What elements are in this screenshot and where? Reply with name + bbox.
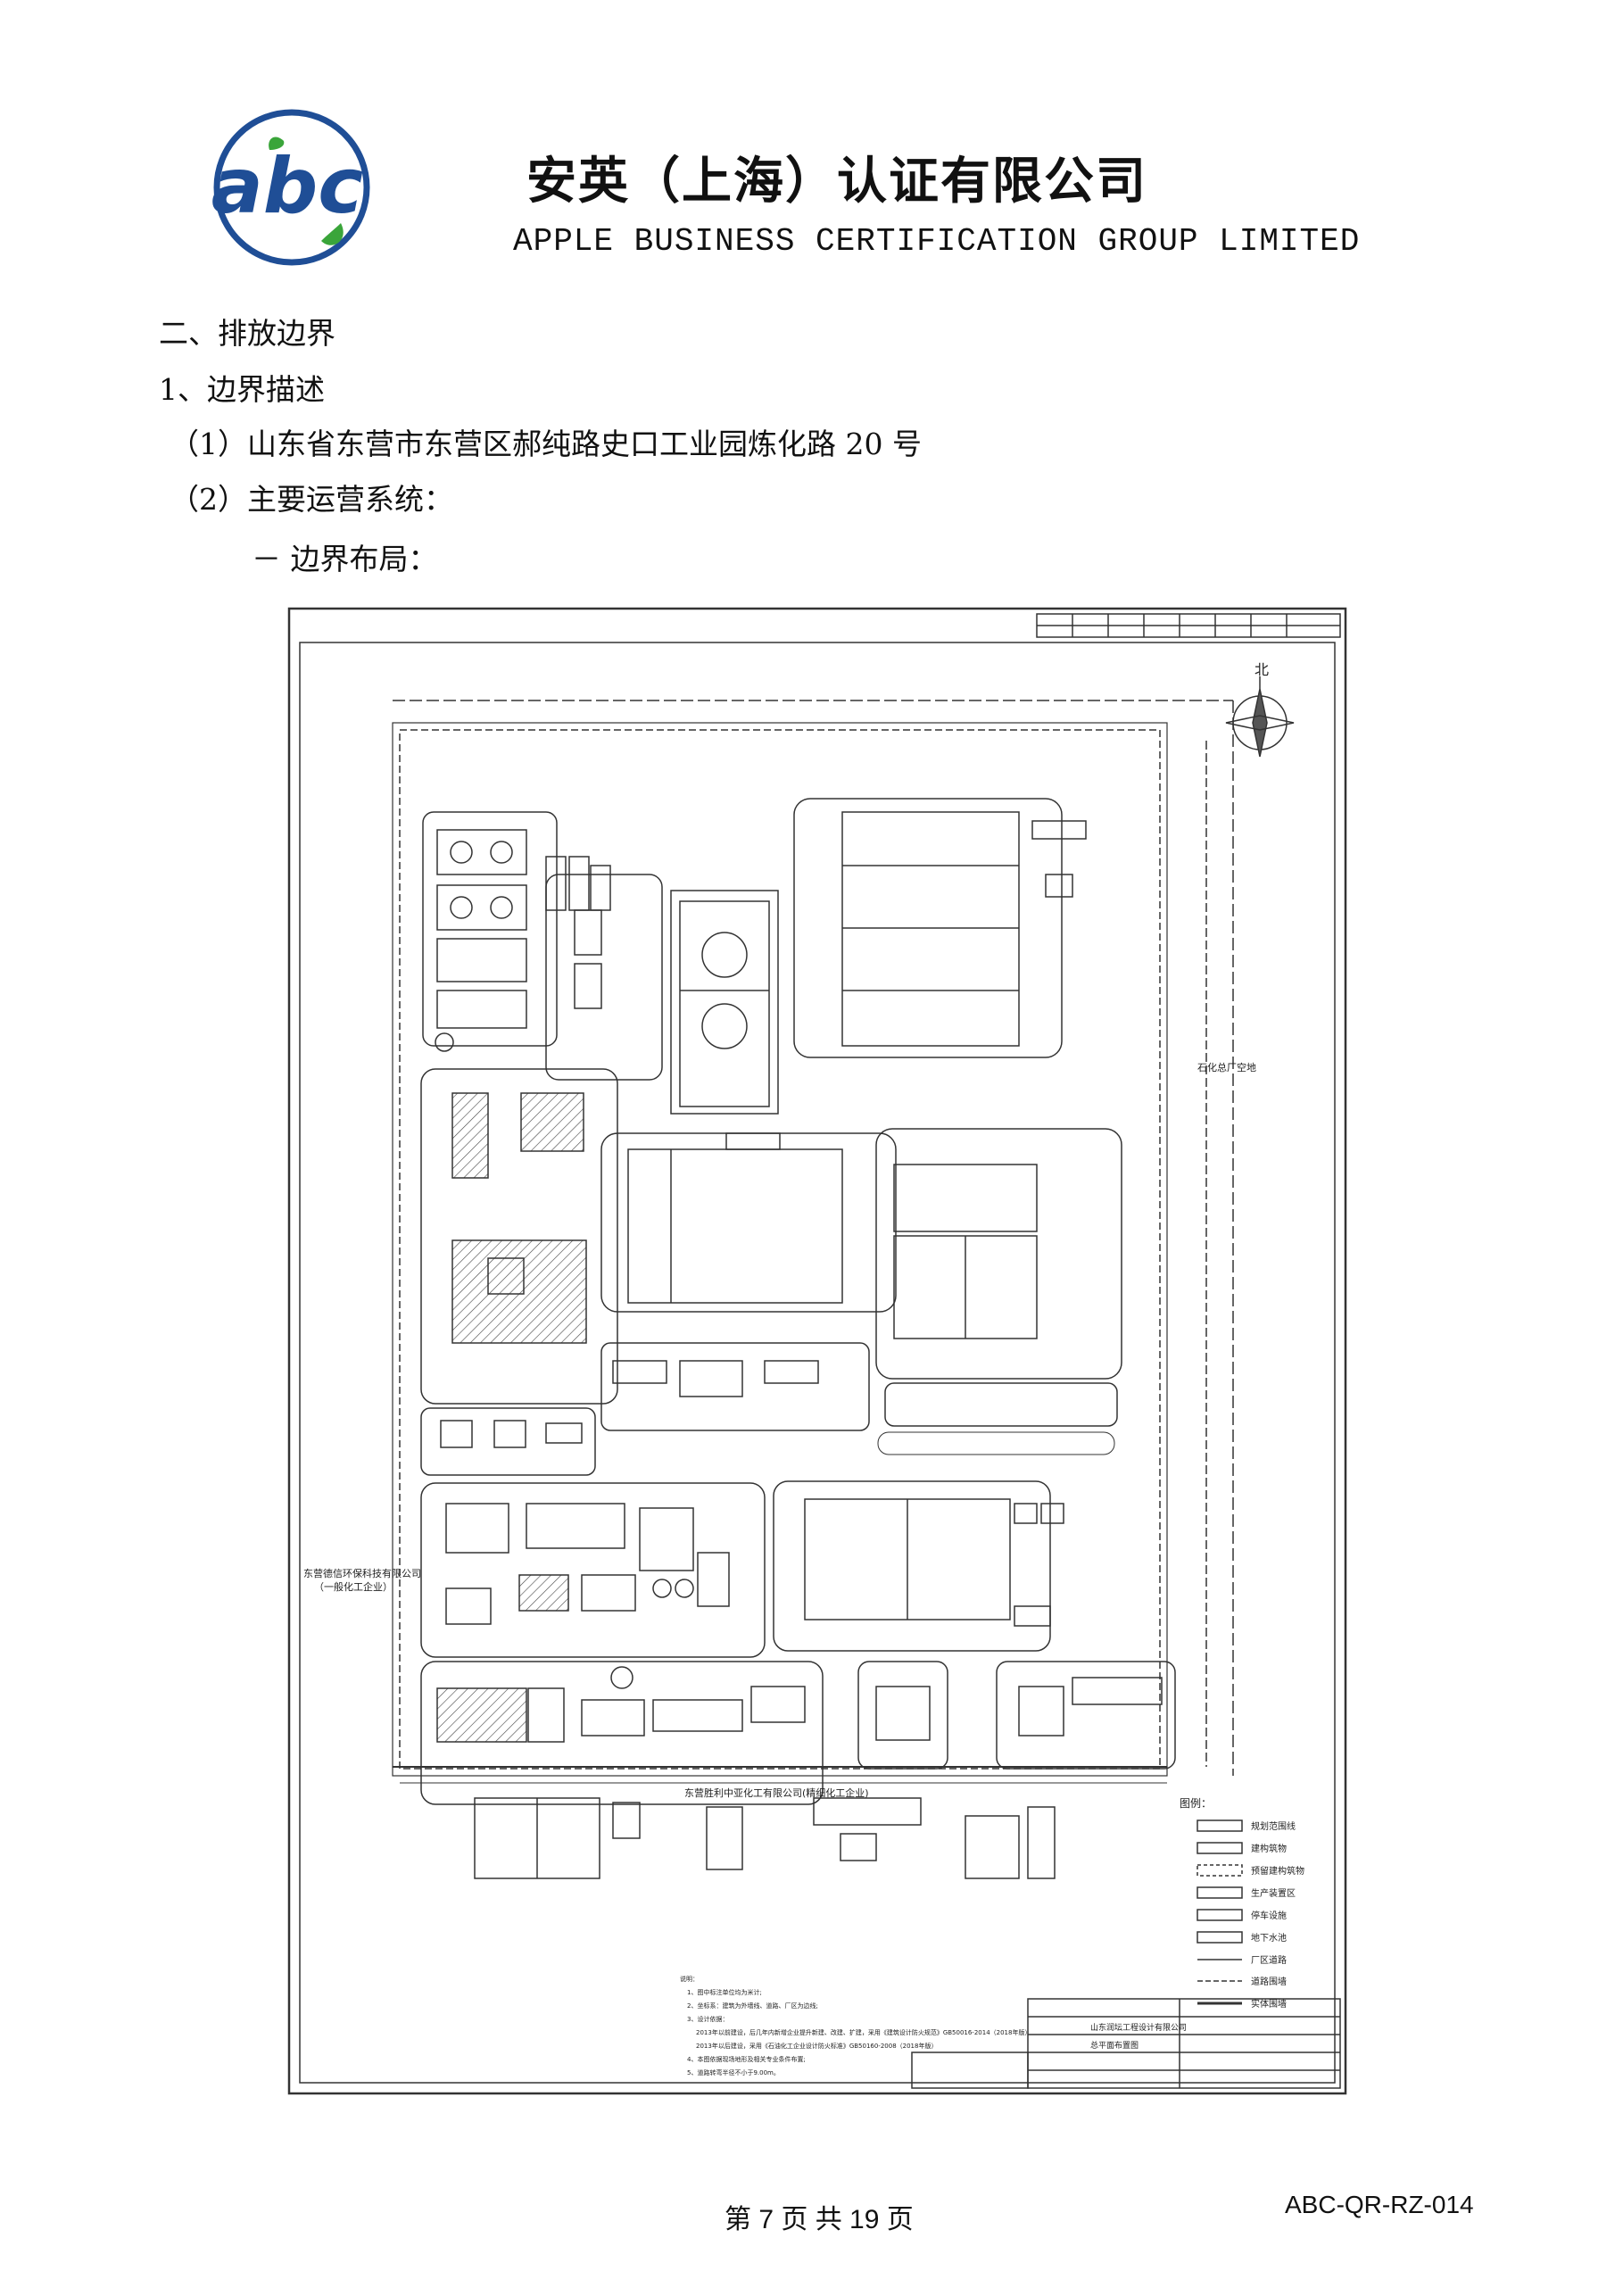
site-boundary xyxy=(392,700,1234,1777)
note-line: 1、图中标注单位均为米计; xyxy=(687,1988,762,1996)
tank-farm-block xyxy=(422,811,558,1052)
parking-strip xyxy=(877,1431,1115,1455)
legend-item: 厂区道路 xyxy=(1251,1954,1287,1966)
note-line: 3、设计依据： xyxy=(687,2015,728,2023)
company-name-en: APPLE BUSINESS CERTIFICATION GROUP LIMIT… xyxy=(513,223,1361,260)
drawing-notes: 说明： 1、图中标注单位均为米计; 2、坐标系：建筑为外墙线、道路、厂区为边线;… xyxy=(680,1975,1031,2076)
legend-item: 实体围墙 xyxy=(1251,1998,1287,2010)
top-signature-strip xyxy=(1036,613,1341,638)
utility-buildings-row xyxy=(420,1342,1118,1476)
logo-leaf-icon xyxy=(269,137,285,150)
east-boundary-label: 石化总厂空地 xyxy=(1197,1061,1256,1073)
south-boundary-label: 东营胜利中亚化工有限公司(精细化工企业) xyxy=(684,1786,869,1799)
legend-item: 规划范围线 xyxy=(1251,1820,1296,1832)
production-area-east xyxy=(773,1480,1064,1652)
south-facility-area xyxy=(420,1661,1176,1805)
systems-item: （2）主要运营系统： xyxy=(170,482,453,517)
site-layout-drawing: 北 xyxy=(287,607,1347,2095)
north-arrow-icon xyxy=(1225,676,1295,758)
south-neighbour-structures xyxy=(474,1797,1056,1879)
legend-item: 道路围墙 xyxy=(1251,1976,1287,1987)
warehouse-north xyxy=(793,798,1087,1058)
west-boundary-sublabel: （一般化工企业） xyxy=(314,1580,393,1593)
legend-title: 图例： xyxy=(1180,1797,1212,1810)
north-label: 北 xyxy=(1255,661,1269,678)
subheading: 1、边界描述 xyxy=(159,372,325,407)
note-line: 2、坐标系：建筑为外墙线、道路、厂区为边线; xyxy=(687,2002,818,2010)
logo-ring xyxy=(213,109,370,266)
hatched-building-group xyxy=(420,1068,618,1405)
legend-item: 地下水池 xyxy=(1251,1932,1287,1944)
production-area-west xyxy=(420,1482,766,1658)
legend-item: 预留建构筑物 xyxy=(1251,1865,1304,1877)
drawing-inner-frame xyxy=(299,642,1336,2084)
company-logo: abc xyxy=(207,107,377,268)
note-line: 5、道路转弯半径不小于9.00m。 xyxy=(687,2068,780,2076)
legend-item: 生产装置区 xyxy=(1251,1887,1296,1899)
title-block-drawing-name: 总平面布置图 xyxy=(1090,2040,1139,2051)
drawing-outer-frame xyxy=(287,607,1347,2095)
note-line: 2013年以后建设，采用《石油化工企业设计防火标准》GB50160-2008（2… xyxy=(696,2042,937,2050)
title-block-company: 山东润坛工程设计有限公司 xyxy=(1090,2022,1187,2033)
section-heading: 二、排放边界 xyxy=(159,316,335,351)
title-block: 山东润坛工程设计有限公司 总平面布置图 xyxy=(911,1998,1341,2089)
note-line: 2013年以前建设，后几年内新增企业提升新建、改建、扩建，采用《建筑设计防火规范… xyxy=(696,2028,1031,2036)
workshop-central xyxy=(600,1132,897,1313)
logo-text: abc xyxy=(211,142,364,231)
note-line: 4、本图依据现场地形及相关专业条件布置; xyxy=(687,2055,806,2063)
logo-drop-icon xyxy=(321,223,344,245)
reactor-block xyxy=(545,874,779,1115)
legend-item: 停车设施 xyxy=(1251,1910,1287,1921)
layout-bullet: － 边界布局： xyxy=(252,542,438,576)
address-item: （1）山东省东营市东营区郝纯路史口工业园炼化路 20 号 xyxy=(170,427,922,461)
notes-title: 说明： xyxy=(680,1975,699,1983)
legend: 图例： 规划范围线 建构筑物 预留建构筑物 生产装置区 停车设施 地下水池 厂区… xyxy=(1180,1797,1304,2010)
company-name-cn: 安英（上海）认证有限公司 xyxy=(526,152,1147,211)
legend-item: 建构筑物 xyxy=(1251,1843,1287,1854)
workshop-east xyxy=(875,1128,1122,1380)
pump-area xyxy=(545,856,611,911)
document-code: ABC-QR-RZ-014 xyxy=(1285,2191,1474,2218)
page-number: 第 7 页 共 19 页 xyxy=(725,2205,914,2234)
west-boundary-label: 东营德信环保科技有限公司 xyxy=(303,1567,421,1579)
